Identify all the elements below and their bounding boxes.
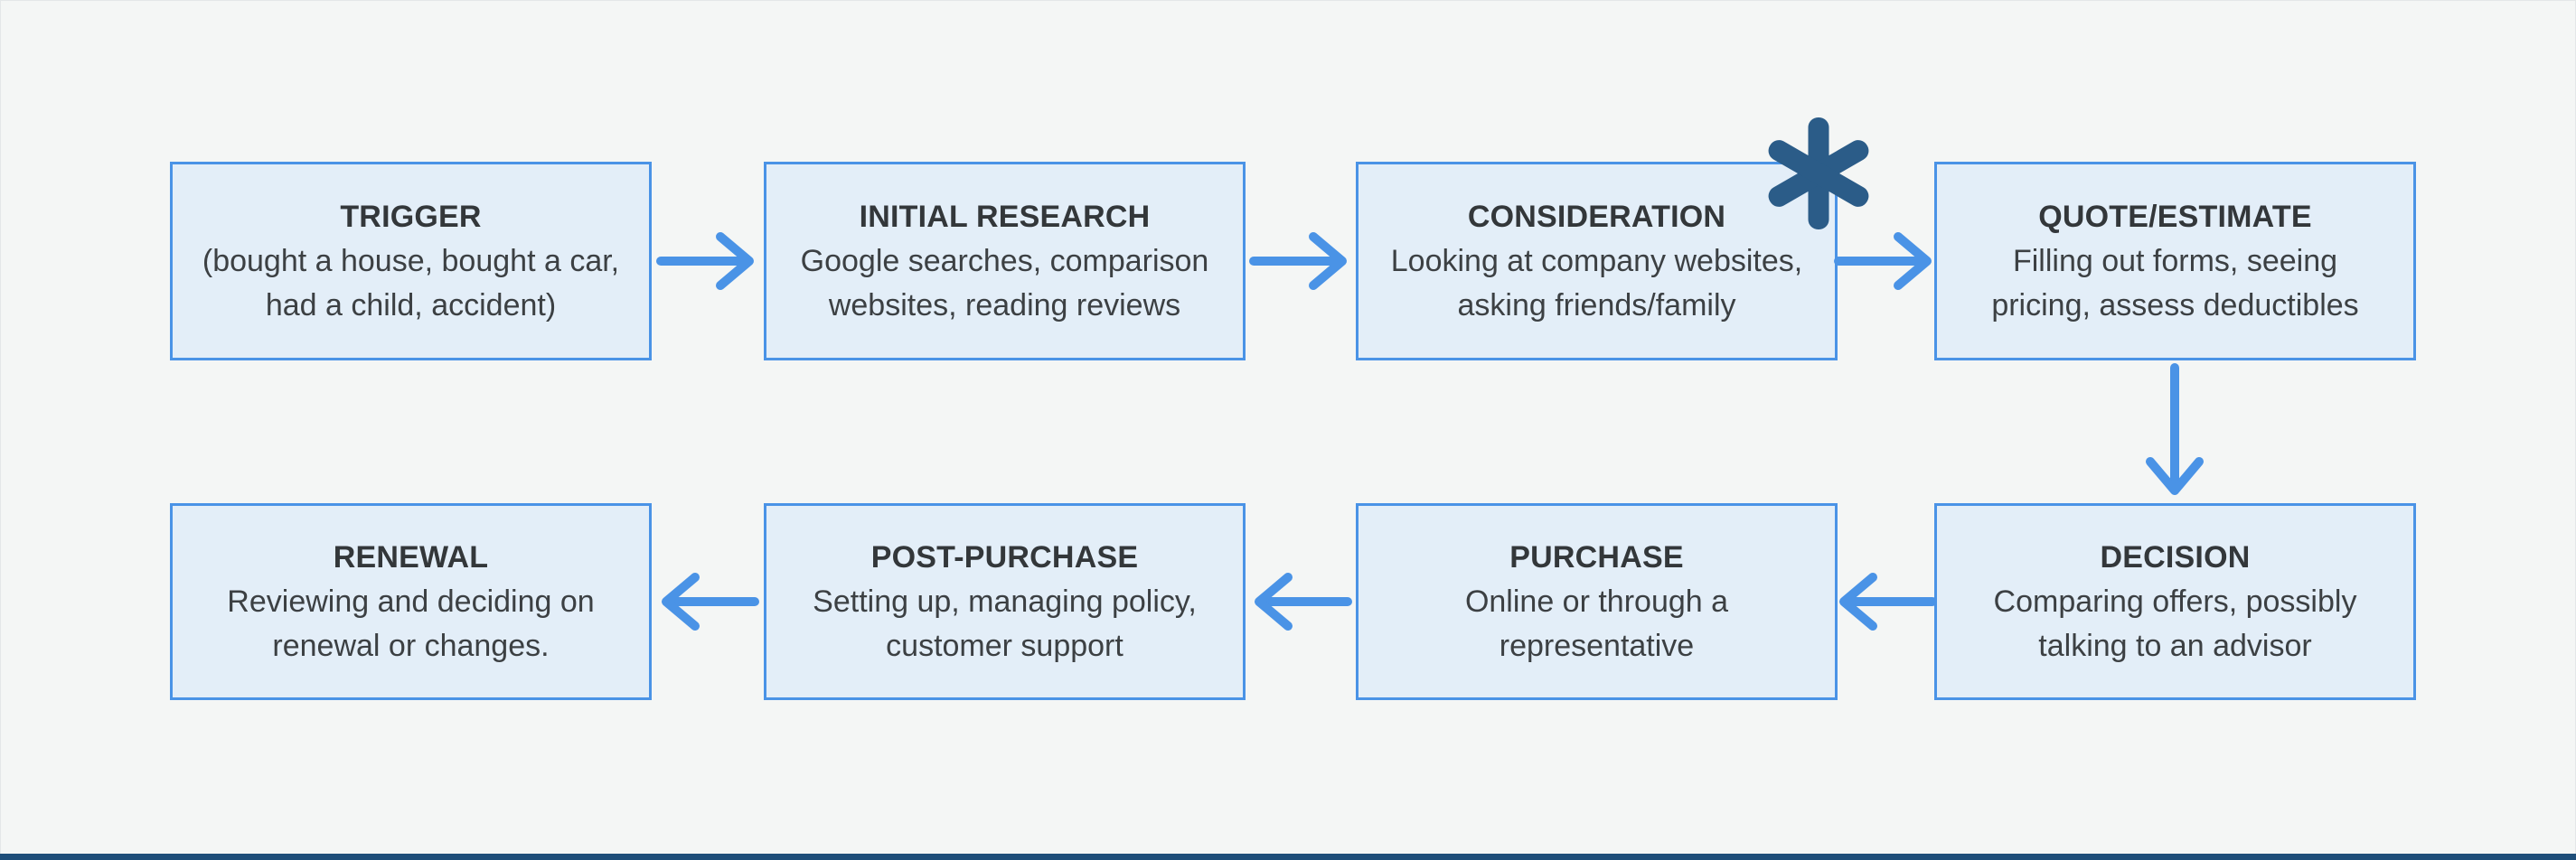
box-description: Google searches, comparison websites, re…	[800, 243, 1209, 322]
box-title: DECISION	[2100, 539, 2251, 575]
arrow-right-icon	[1249, 229, 1352, 293]
box-description: Setting up, managing policy, customer su…	[813, 584, 1197, 663]
flow-box-purchase: PURCHASE Online or through a representat…	[1356, 503, 1838, 700]
box-title: INITIAL RESEARCH	[859, 199, 1151, 234]
flow-box-renewal: RENEWAL Reviewing and deciding on renewa…	[170, 503, 652, 700]
arrow-left-icon	[656, 570, 759, 633]
arrow-left-icon	[1249, 570, 1352, 633]
arrow-right-icon	[656, 229, 759, 293]
box-title: TRIGGER	[340, 199, 482, 234]
box-title: RENEWAL	[333, 539, 489, 575]
box-title: QUOTE/ESTIMATE	[2038, 199, 2312, 234]
arrow-right-icon	[1834, 229, 1937, 293]
box-description: Comparing offers, possibly talking to an…	[1993, 584, 2357, 663]
asterisk-icon	[1755, 110, 1882, 237]
box-description: Online or through a representative	[1464, 584, 1729, 663]
bottom-edge-bar	[0, 854, 2576, 860]
box-title: CONSIDERATION	[1467, 199, 1726, 234]
box-description: (bought a house, bought a car, had a chi…	[202, 243, 620, 322]
flow-box-decision: DECISION Comparing offers, possibly talk…	[1934, 503, 2416, 700]
flow-box-post-purchase: POST-PURCHASE Setting up, managing polic…	[764, 503, 1246, 700]
box-description: Reviewing and deciding on renewal or cha…	[227, 584, 595, 663]
flow-box-initial-research: INITIAL RESEARCH Google searches, compar…	[764, 162, 1246, 360]
box-title: POST-PURCHASE	[870, 539, 1139, 575]
box-description: Filling out forms, seeing pricing, asses…	[1991, 243, 2359, 322]
arrow-left-icon	[1834, 570, 1937, 633]
flow-box-quote-estimate: QUOTE/ESTIMATE Filling out forms, seeing…	[1934, 162, 2416, 360]
box-title: PURCHASE	[1509, 539, 1684, 575]
arrow-down-icon	[2143, 363, 2206, 500]
flow-box-trigger: TRIGGER (bought a house, bought a car, h…	[170, 162, 652, 360]
flow-box-consideration: CONSIDERATION Looking at company website…	[1356, 162, 1838, 360]
box-description: Looking at company websites, asking frie…	[1390, 243, 1803, 322]
